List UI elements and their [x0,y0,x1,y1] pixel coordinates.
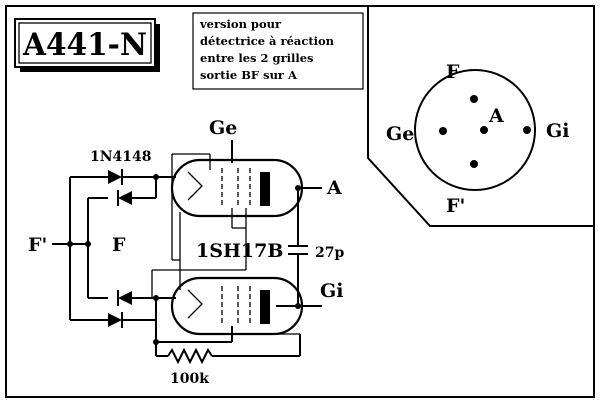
socket-label-f: F [446,61,460,83]
socket-circle [414,69,536,191]
label-f: F [112,234,126,256]
socket-label-ge: Ge [386,123,414,145]
resistor [167,347,213,365]
diode-top-1 [108,169,123,185]
label-cap: 27p [315,245,344,261]
pin-f-prime-dot [470,160,478,168]
socket-panel-border [367,7,594,227]
pin-f-dot [470,95,478,103]
note-line-3: entre les 2 grilles [200,51,314,65]
label-diode: 1N4148 [90,149,152,165]
note-line-2: détectrice à réaction [200,34,335,48]
label-tube: 1SH17B [196,240,283,262]
socket-label-a: A [488,105,504,127]
diode-top-2 [117,190,132,206]
outer-frame [5,5,595,398]
pin-ge-dot [439,127,447,135]
socket-pinout: F Ge A Gi F' [386,61,569,217]
note-line-1: version pour [199,17,282,31]
tube-top [170,158,304,218]
diode-bottom-1 [117,290,132,306]
note-box: version pour détectrice à réaction entre… [192,12,364,90]
label-f-prime: F' [28,234,47,256]
circuit: 1N4148 Ge A F' F 1SH17B 27p Gi 100k [28,117,344,387]
label-res: 100k [170,371,209,387]
capacitor [288,245,308,255]
pin-gi-dot [523,126,531,134]
socket-label-f-prime: F' [446,195,465,217]
pin-a-dot [480,126,488,134]
title-label: A441-N [22,27,147,63]
title-box: A441-N [14,18,160,72]
diode-bottom-2 [108,312,123,328]
label-gi: Gi [320,280,343,302]
socket-label-gi: Gi [546,120,569,142]
note-line-4: sortie BF sur A [200,68,298,82]
tube-bottom [170,276,304,336]
label-ge: Ge [209,117,237,139]
label-a: A [326,177,342,199]
